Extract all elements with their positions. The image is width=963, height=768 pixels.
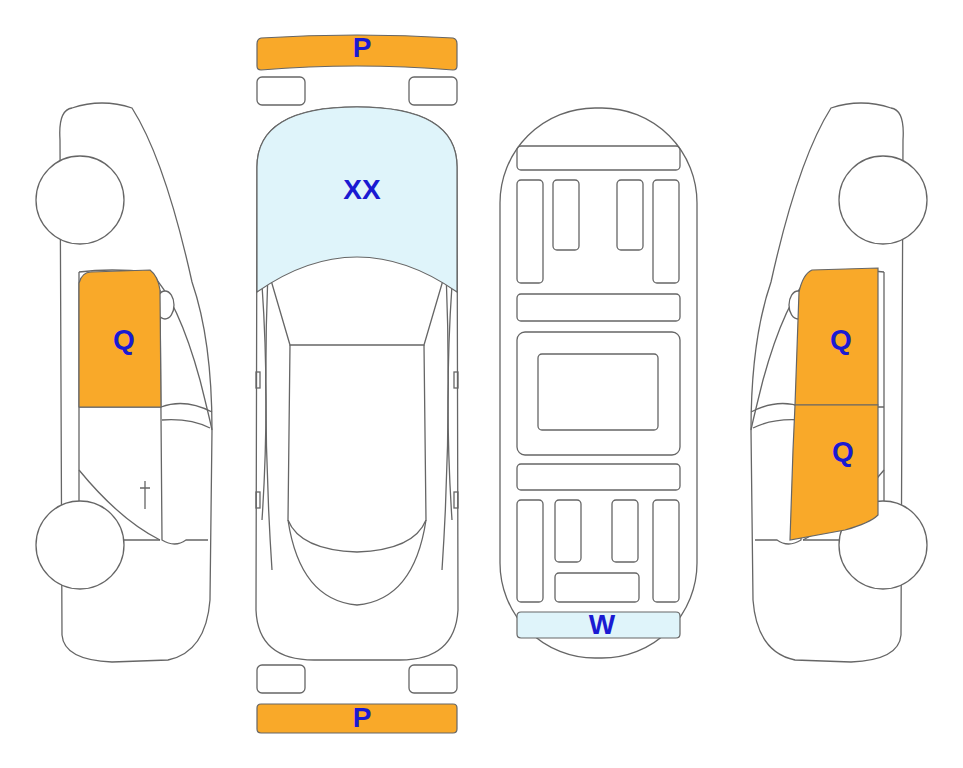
windshield: XX: [257, 107, 457, 292]
right-front-door: Q: [795, 268, 878, 405]
area-outline: [795, 268, 878, 405]
left-front-door: Q: [79, 270, 161, 407]
damage-code: Q: [113, 326, 135, 354]
area-outline: [517, 612, 680, 638]
damage-code: XX: [343, 176, 380, 204]
damage-code: P: [353, 34, 372, 62]
damage-code: W: [589, 611, 615, 639]
damage-code: Q: [830, 326, 852, 354]
area-outline: [257, 107, 457, 292]
area-shape: [790, 405, 878, 540]
area-outline: [790, 405, 878, 540]
front-bumper: P: [257, 36, 457, 72]
area-outline: [79, 270, 161, 407]
damage-code: P: [353, 704, 372, 732]
rear-bumper: P: [257, 704, 457, 733]
right-rear-door: Q: [790, 405, 878, 540]
area-outline: [257, 704, 457, 733]
rear-window: W: [517, 612, 680, 638]
damage-code: Q: [832, 438, 854, 466]
area-outline: [257, 35, 457, 70]
